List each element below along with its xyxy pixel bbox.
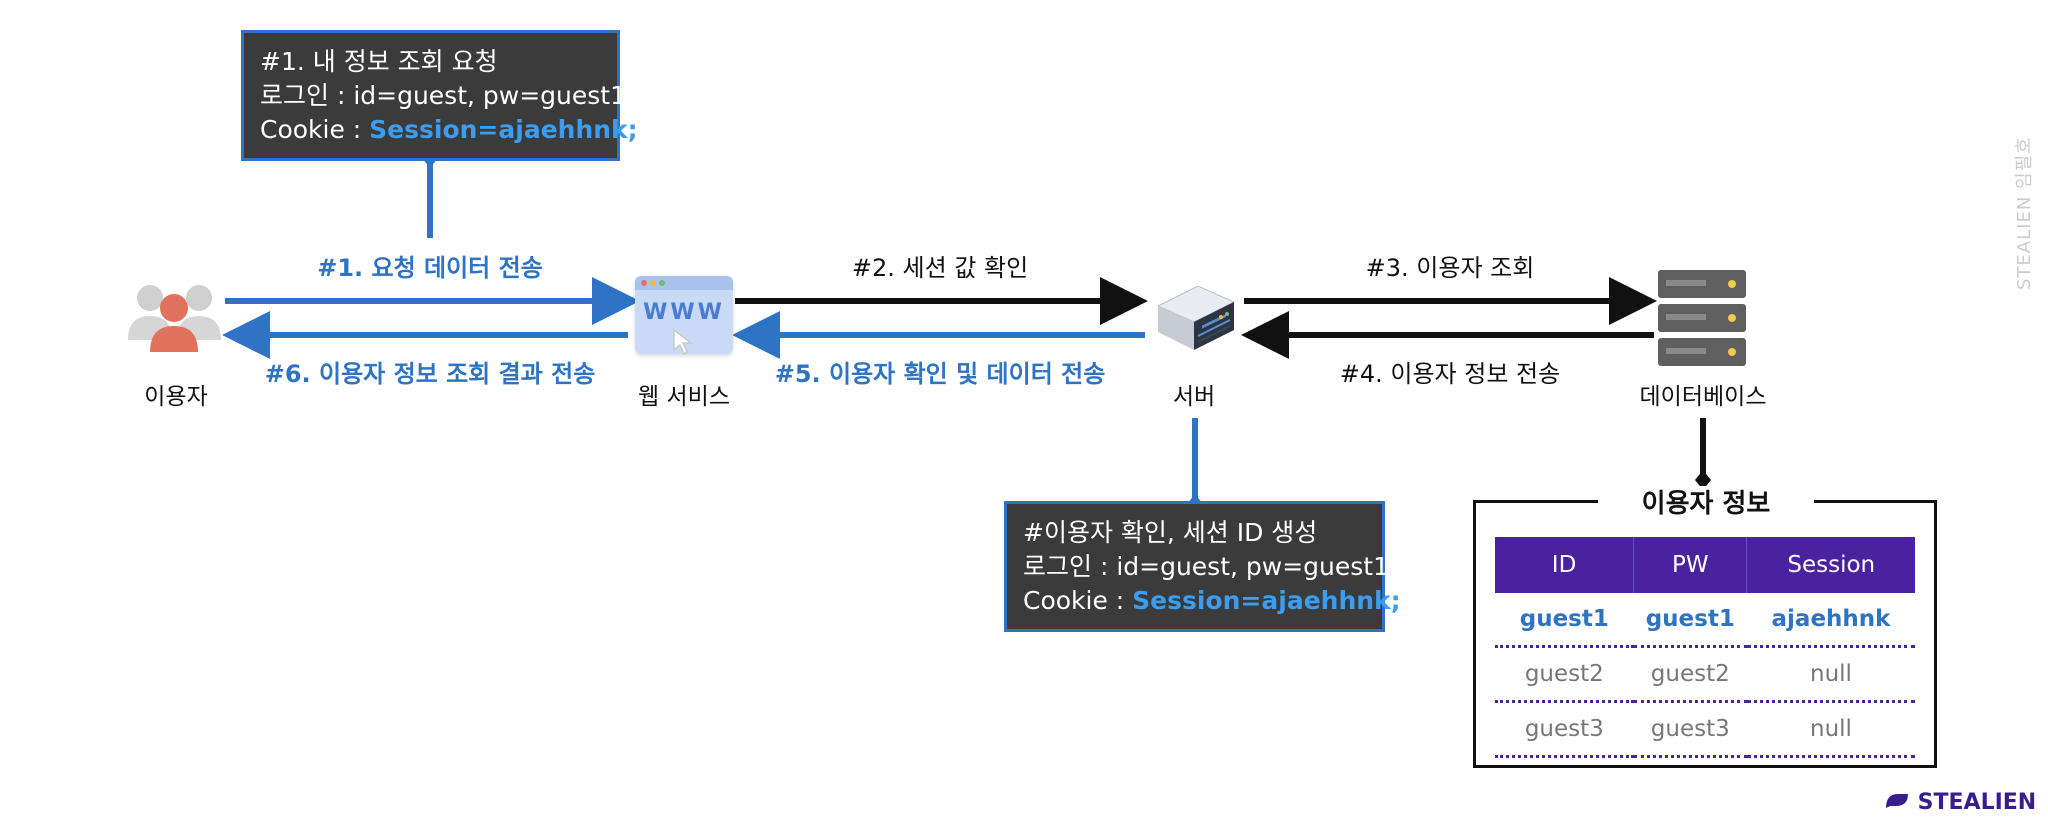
note-server-session: Session=ajaehhnk;	[1132, 586, 1401, 615]
flow-label-4: #4. 이용자 정보 전송	[1339, 360, 1561, 388]
server-icon	[1156, 285, 1236, 350]
flow-label-3: #3. 이용자 조회	[1365, 254, 1535, 282]
note-request-line2: 로그인 : id=guest, pw=guest1;	[260, 81, 635, 110]
www-text: WWW	[643, 300, 725, 325]
table-cell: guest3	[1495, 701, 1634, 758]
table-cell: ajaehhnk	[1746, 593, 1915, 648]
note-request-session: Session=ajaehhnk;	[369, 115, 638, 144]
browser-icon: WWW	[635, 276, 733, 356]
table-cell: guest1	[1495, 593, 1634, 648]
flow-label-5: #5. 이용자 확인 및 데이터 전송	[774, 360, 1106, 388]
users-icon	[128, 285, 221, 352]
note-request-line3: Cookie : Session=ajaehhnk;	[260, 115, 638, 144]
table-cell: null	[1746, 701, 1915, 758]
db-table-header-row: ID PW Session	[1495, 537, 1915, 593]
note-request-line1: #1. 내 정보 조회 요청	[260, 47, 498, 76]
node-label-user: 이용자	[144, 384, 208, 410]
flow-label-1: #1. 요청 데이터 전송	[317, 254, 543, 282]
note-server: #이용자 확인, 세션 ID 생성 로그인 : id=guest, pw=gue…	[1004, 501, 1401, 632]
watermark-text: STEALIEN 임필호	[2014, 136, 2035, 290]
node-label-database: 데이터베이스	[1639, 384, 1767, 410]
brand-logo-icon	[1886, 794, 1908, 808]
note-server-line3: Cookie : Session=ajaehhnk;	[1023, 586, 1401, 615]
flow-label-2: #2. 세션 값 확인	[851, 254, 1029, 282]
brand-logo: STEALIEN	[1884, 790, 2036, 815]
note-request: #1. 내 정보 조회 요청 로그인 : id=guest, pw=guest1…	[241, 30, 638, 161]
note-server-line1: #이용자 확인, 세션 ID 생성	[1023, 518, 1318, 547]
node-label-server: 서버	[1172, 384, 1216, 410]
db-header-session: Session	[1746, 537, 1915, 593]
table-cell: guest2	[1495, 646, 1634, 703]
db-table: ID PW Session guest1 guest1 ajaehhnk gue…	[1495, 537, 1915, 758]
db-header-id: ID	[1495, 537, 1635, 593]
db-table-diamond	[1695, 470, 1711, 490]
brand-logo-text: STEALIEN	[1917, 790, 2037, 815]
table-cell: guest2	[1633, 646, 1747, 703]
table-row: guest3 guest3 null	[1495, 701, 1915, 758]
table-cell: guest3	[1633, 701, 1747, 758]
cursor-icon	[673, 328, 694, 356]
table-row: guest1 guest1 ajaehhnk	[1495, 593, 1915, 648]
table-row: guest2 guest2 null	[1495, 646, 1915, 703]
table-cell: null	[1746, 646, 1915, 703]
database-server-icon	[1658, 270, 1746, 366]
flow-label-6: #6. 이용자 정보 조회 결과 전송	[264, 360, 596, 388]
table-cell: guest1	[1633, 593, 1747, 648]
note-server-line2: 로그인 : id=guest, pw=guest1;	[1023, 552, 1398, 581]
db-header-pw: PW	[1633, 537, 1748, 593]
node-label-web: 웹 서비스	[638, 384, 730, 410]
db-table-title: 이용자 정보	[1598, 486, 1814, 522]
